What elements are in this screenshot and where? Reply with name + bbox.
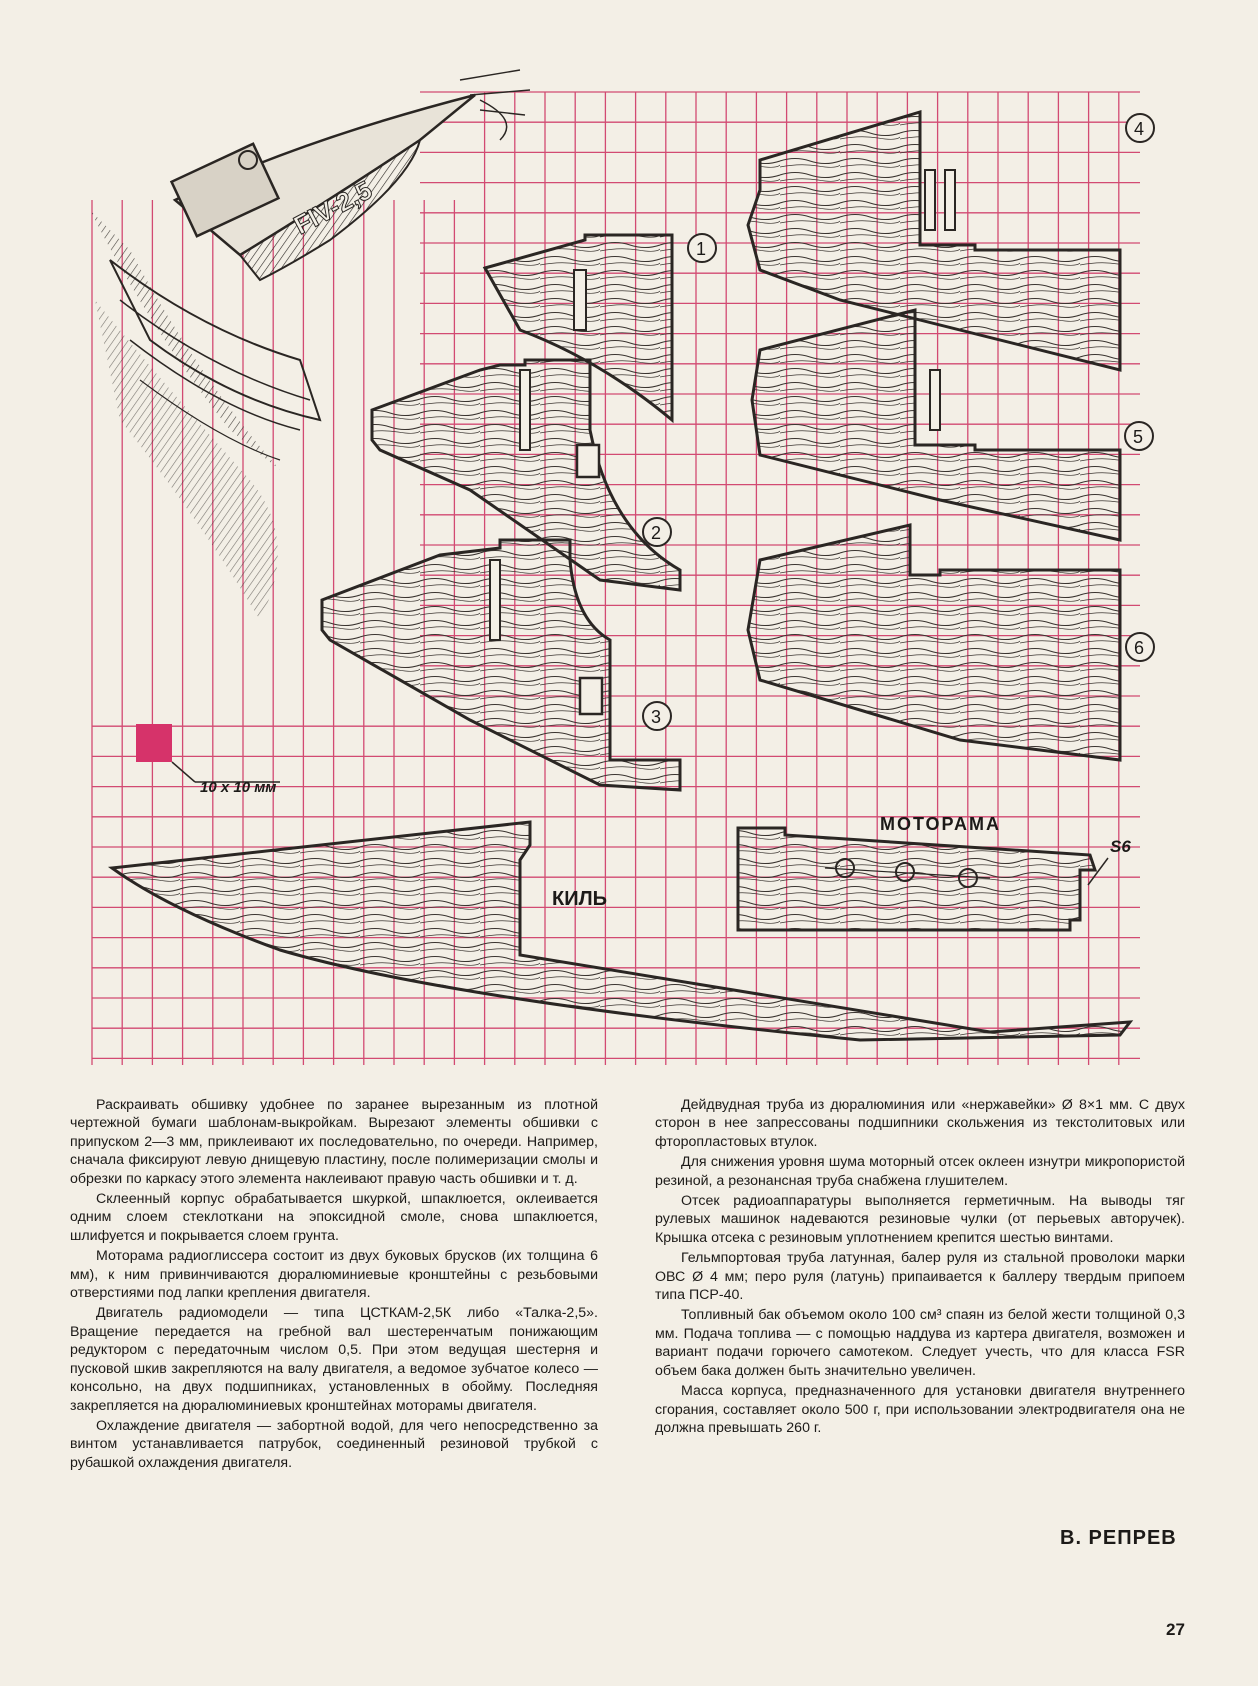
page-number: 27 (1166, 1620, 1185, 1639)
scale-label: 10 x 10 мм (200, 779, 276, 796)
mounting-hole (835, 858, 855, 878)
construction-drawing: FIV-2,5 КИЛЬ (90, 69, 1155, 1065)
article-column-right: Дейдвудная труба из дюралюминия или «нер… (655, 1096, 1185, 1474)
scale-marker: 10 x 10 мм (136, 724, 280, 796)
thickness-label: S6 (1110, 837, 1131, 856)
paragraph: Моторама радиоглиссера состоит из двух б… (70, 1248, 598, 1302)
paragraph: Отсек радиоаппаратуры выполняется гермет… (655, 1193, 1185, 1246)
part-number-4: 4 (1134, 119, 1144, 139)
paragraph: Двигатель радиомодели — типа ЦСТКАМ-2,5К… (70, 1305, 598, 1414)
part-number-6: 6 (1134, 638, 1144, 658)
part-number-1: 1 (696, 239, 706, 259)
article-body: Раскраивать обшивку удобнее по заранее в… (70, 1096, 1185, 1474)
motor-frame-label: МОТОРАМА (880, 814, 1001, 834)
part-number-2: 2 (651, 523, 661, 543)
author-byline: В. РЕПРЕВ (1060, 1527, 1177, 1549)
motor-frame-part: МОТОРАМА S6 (736, 814, 1131, 932)
paragraph: Охлаждение двигателя — забортной водой, … (70, 1417, 598, 1471)
part-number-3: 3 (651, 707, 661, 727)
frame-part-5 (750, 308, 1122, 542)
part-number-5: 5 (1133, 427, 1143, 447)
paragraph: Масса корпуса, предназначенного для уста… (655, 1383, 1185, 1436)
paragraph: Раскраивать обшивку удобнее по заранее в… (70, 1097, 598, 1187)
frame-part-2 (370, 358, 682, 592)
frame-part-4 (746, 109, 1122, 372)
article-column-left: Раскраивать обшивку удобнее по заранее в… (70, 1096, 598, 1474)
mounting-hole (958, 868, 978, 888)
paragraph: Дейдвудная труба из дюралюминия или «нер… (655, 1097, 1185, 1150)
paragraph: Склеенный корпус обрабатывается шкуркой,… (70, 1191, 598, 1244)
keel-label: КИЛЬ (552, 888, 607, 910)
paragraph: Гельмпортовая труба латунная, балер руля… (655, 1250, 1185, 1304)
frame-part-1 (482, 233, 674, 424)
frame-part-6 (746, 523, 1122, 762)
paragraph: Топливный бак объемом около 100 см³ спая… (655, 1307, 1185, 1379)
keel-part: КИЛЬ (107, 820, 1134, 1042)
part-number-markers: 1 2 3 4 5 6 (642, 113, 1155, 731)
frame-part-3 (320, 538, 682, 792)
boat-illustration: FIV-2,5 (90, 69, 531, 620)
paragraph: Для снижения уровня шума моторный отсек … (655, 1154, 1185, 1189)
